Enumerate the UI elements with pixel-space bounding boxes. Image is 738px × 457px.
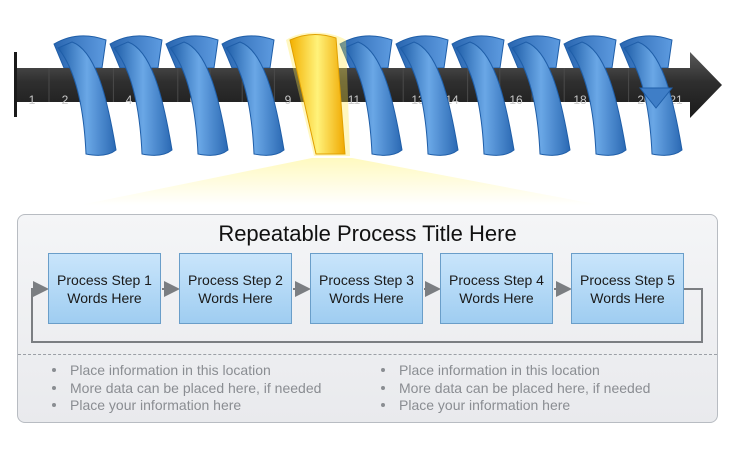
bullet-item: More data can be placed here, if needed [52, 380, 321, 398]
process-step-1-subtitle: Words Here [67, 290, 142, 306]
process-step-1-title: Process Step 1 [57, 272, 152, 288]
bullet-dot [52, 385, 56, 390]
bullet-text: Place information in this location [399, 362, 600, 378]
tick-label: 2 [62, 93, 69, 107]
coil-arrow-head [638, 87, 674, 109]
process-step-3: Process Step 3 Words Here [310, 253, 423, 324]
bullet-text: Place your information here [399, 397, 571, 413]
process-step-2-subtitle: Words Here [198, 290, 273, 306]
bullet-dot [52, 403, 56, 408]
coil-loop-front [343, 41, 403, 156]
tick-label: 4 [126, 93, 133, 107]
coil-loop-front [113, 41, 173, 156]
coil-front [57, 41, 683, 156]
bullet-item: Place information in this location [381, 362, 650, 380]
process-step-2: Process Step 2 Words Here [179, 253, 292, 324]
process-step-3-subtitle: Words Here [329, 290, 404, 306]
tick-label: 11 [348, 93, 361, 107]
bullet-item: More data can be placed here, if needed [381, 380, 650, 398]
process-step-4-title: Process Step 4 [449, 272, 544, 288]
bullet-text: Place information in this location [70, 362, 271, 378]
process-step-2-title: Process Step 2 [188, 272, 283, 288]
tick-label: 9 [285, 93, 292, 107]
bullet-list-right: Place information in this location More … [381, 362, 650, 415]
process-loop-connector [31, 281, 703, 343]
tick-label: 18 [573, 93, 587, 107]
process-step-5-title: Process Step 5 [580, 272, 675, 288]
bullet-list-left: Place information in this location More … [52, 362, 321, 415]
bullet-text: Place your information here [70, 397, 242, 413]
process-step-1: Process Step 1 Words Here [48, 253, 161, 324]
bullet-dot [381, 368, 385, 373]
timeline-tick-labels: 124689111314116182021 [29, 93, 683, 107]
coil-loop-front [399, 41, 459, 156]
process-step-4-subtitle: Words Here [459, 290, 534, 306]
process-step-4: Process Step 4 Words Here [440, 253, 553, 324]
coil-loop-front [455, 41, 515, 156]
process-step-5: Process Step 5 Words Here [571, 253, 684, 324]
bullet-text: More data can be placed here, if needed [70, 379, 322, 396]
timeline-spiral: 124689111314116182021 [14, 32, 722, 205]
coil-loop-front [169, 41, 229, 156]
bullet-dot [381, 403, 385, 408]
process-step-5-subtitle: Words Here [590, 290, 665, 306]
timeline-start-cap [14, 52, 17, 117]
highlighted-loop [286, 32, 350, 156]
coil-loop-front [225, 41, 285, 156]
bullet-text: More data can be placed here, if needed [399, 379, 651, 396]
bullet-item: Place information in this location [52, 362, 321, 380]
highlight-beam [80, 158, 600, 205]
bullet-dot [381, 385, 385, 390]
panel-divider [18, 354, 717, 355]
process-title: Repeatable Process Title Here [218, 221, 517, 246]
process-step-3-title: Process Step 3 [319, 272, 414, 288]
bullet-dot [52, 368, 56, 373]
coil-loop-front [567, 41, 627, 156]
process-panel: Repeatable Process Title Here Process St… [17, 214, 718, 423]
tick-label: 16 [509, 93, 523, 107]
bullet-item: Place your information here [381, 397, 650, 415]
coil-loop-front [511, 41, 571, 156]
tick-label: 1 [29, 93, 36, 107]
coil-loop-front [57, 41, 117, 156]
bullet-item: Place your information here [52, 397, 321, 415]
